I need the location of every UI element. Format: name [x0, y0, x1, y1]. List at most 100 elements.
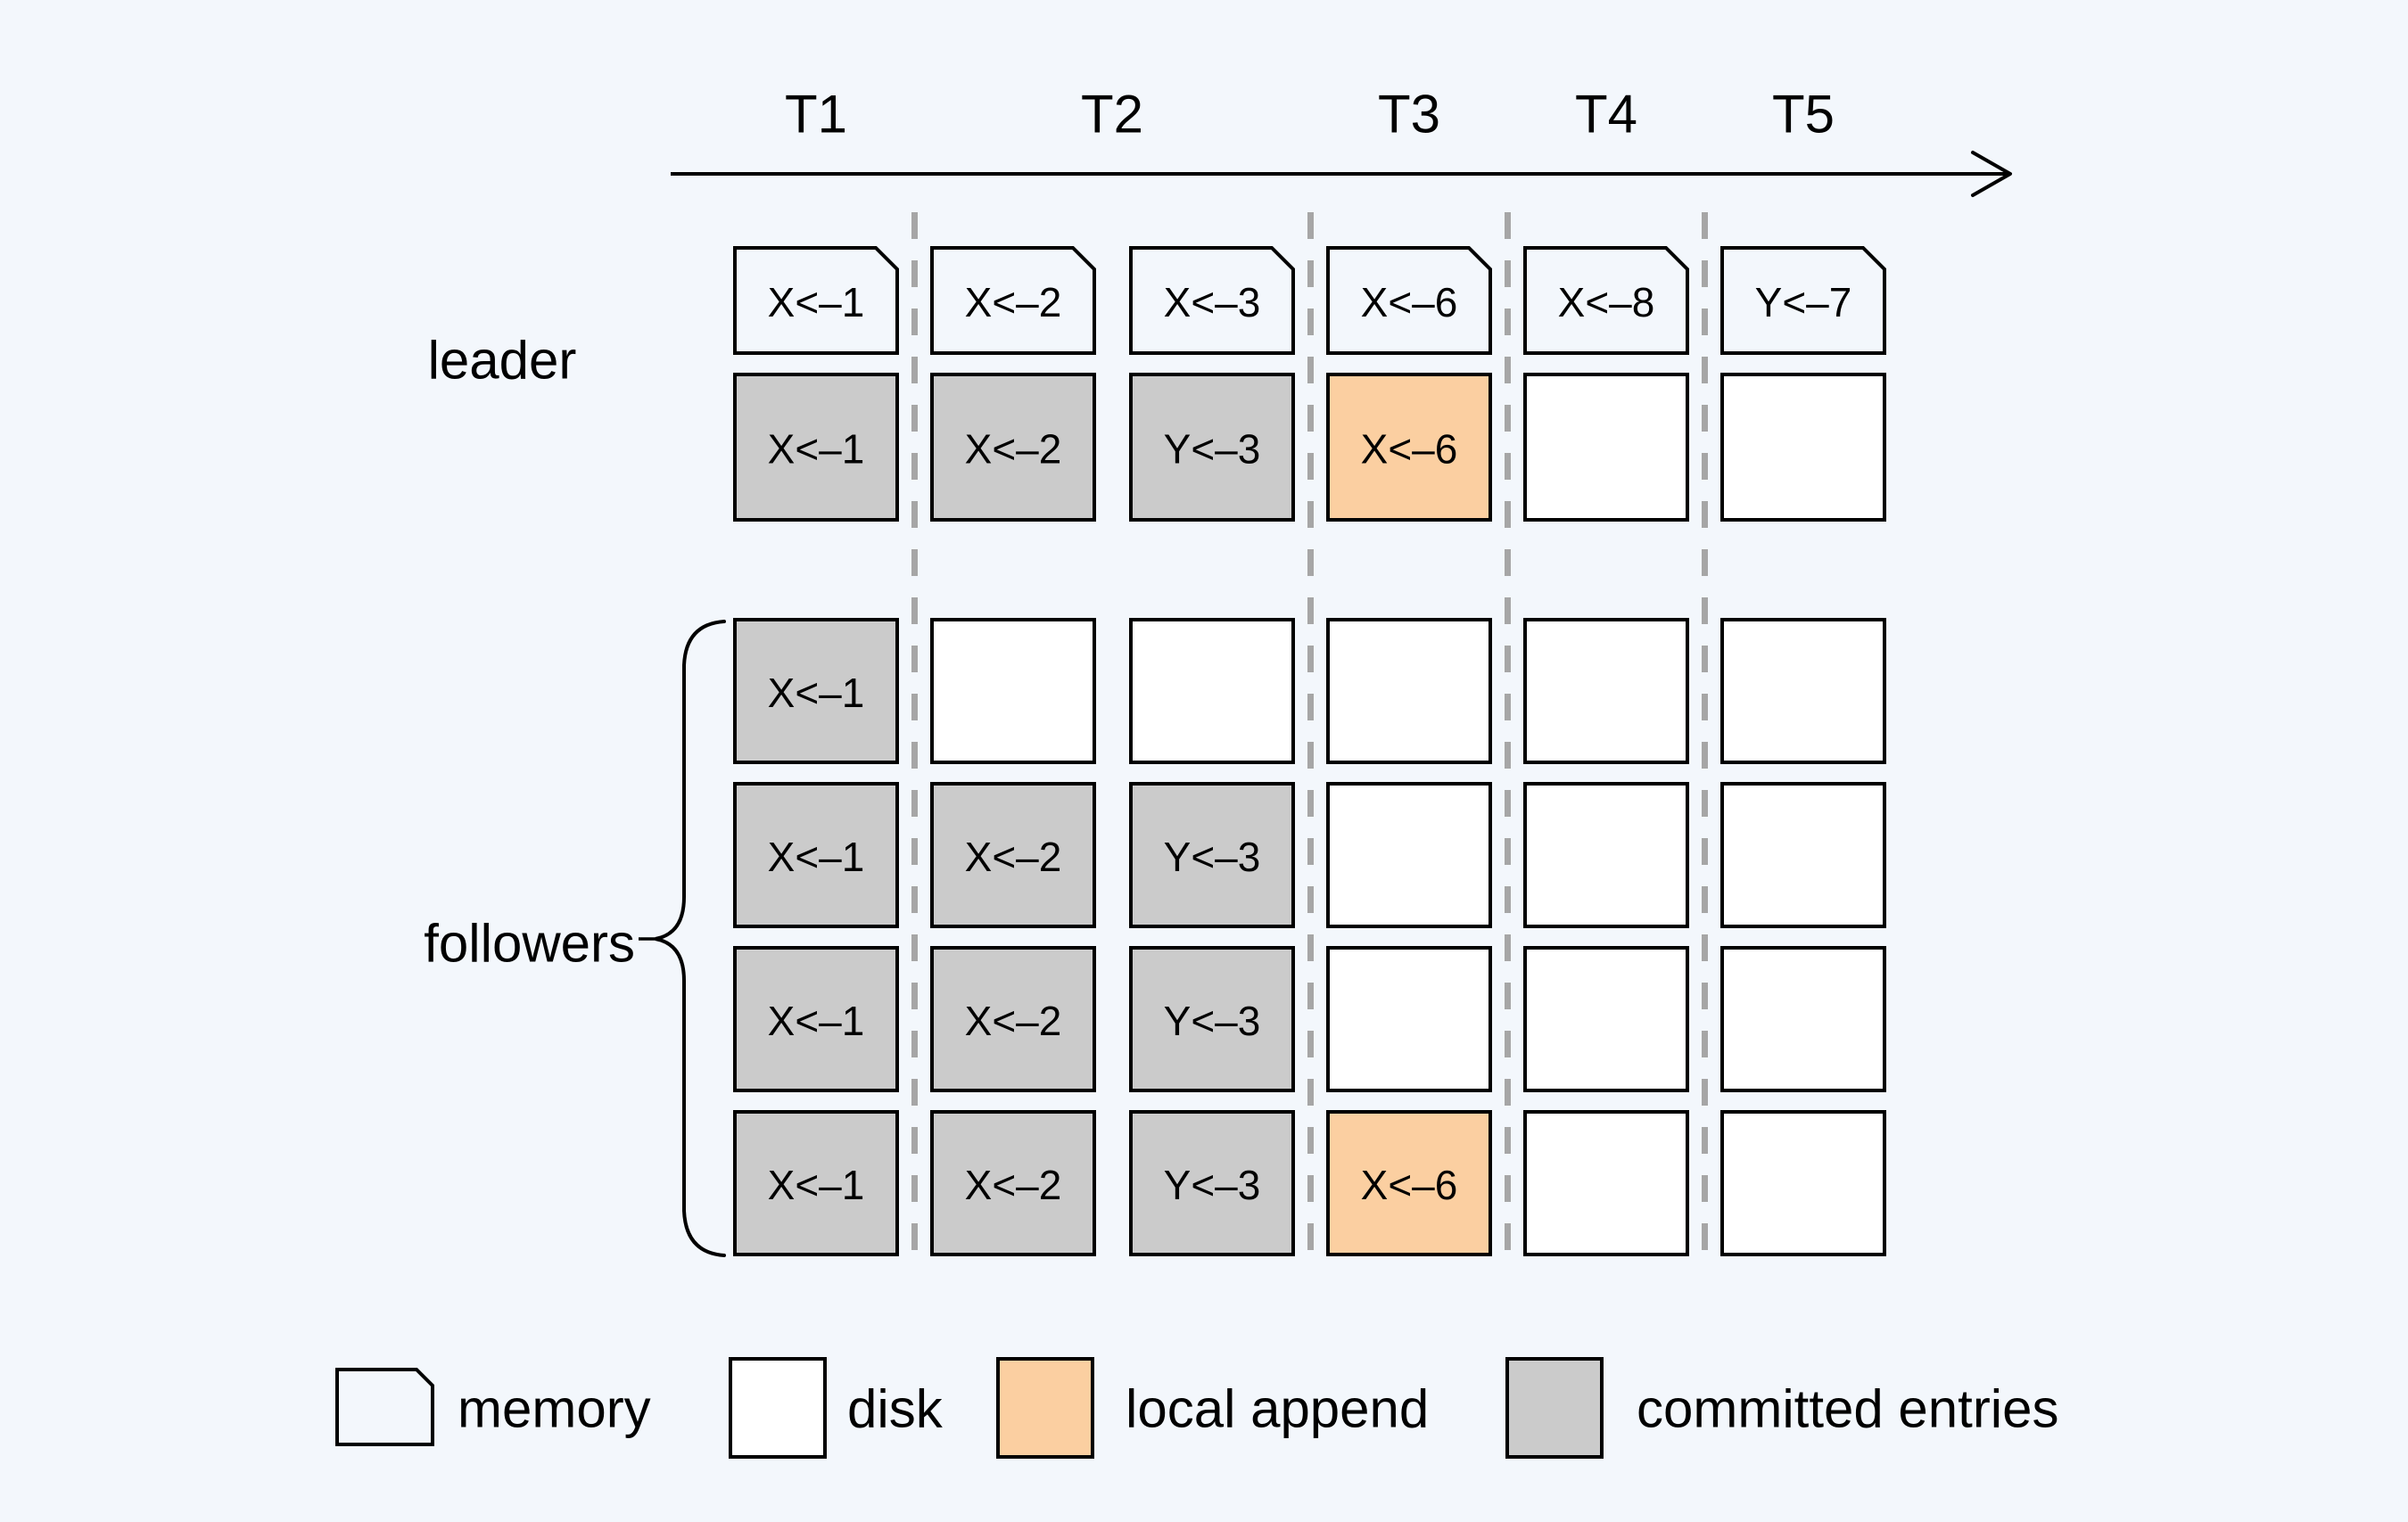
follower-log-cell	[930, 618, 1096, 764]
log-cell-shape	[1326, 618, 1492, 764]
log-cell-shape	[733, 618, 899, 764]
log-cell-shape	[930, 946, 1096, 1092]
timeline-label-t2: T2	[1081, 85, 1143, 144]
log-cell-shape	[1129, 782, 1295, 928]
log-cell-shape	[1326, 782, 1492, 928]
cell-text: X<–2	[965, 1162, 1062, 1208]
follower-log-cell: X<–1	[733, 618, 899, 764]
followers-brace-path	[655, 620, 726, 1257]
follower-row-2: X<–1 X<–2 Y<–3	[733, 782, 1886, 928]
timeline-labels: T1 T2 T3 T4 T5	[785, 85, 1835, 144]
cell-text: X<–1	[768, 998, 865, 1044]
log-cell-shape	[1129, 373, 1295, 522]
memory-cell-shape	[733, 246, 899, 355]
follower-log-cell: Y<–3	[1129, 946, 1295, 1092]
log-cell-shape	[1523, 618, 1689, 764]
follower-log-cell	[1720, 618, 1886, 764]
memory-cell-shape	[1720, 246, 1886, 355]
timeline-label-t5: T5	[1772, 85, 1835, 144]
cell-text: Y<–3	[1164, 1162, 1261, 1208]
follower-log-cell: X<–2	[930, 1110, 1096, 1256]
legend-item-committed: committed entries	[1505, 1357, 2059, 1459]
leader-memory-cell: X<–1	[733, 246, 899, 355]
timeline-label-t4: T4	[1575, 85, 1637, 144]
log-cell-shape	[1523, 1110, 1689, 1256]
cell-text: X<–6	[1361, 426, 1458, 473]
legend: memory disk local append committed entries	[335, 1357, 2059, 1459]
cell-text: X<–2	[965, 998, 1062, 1044]
cell-text: X<–1	[768, 834, 865, 880]
log-cell-shape	[930, 1110, 1096, 1256]
leader-memory-cell: X<–6	[1326, 246, 1492, 355]
log-cell-shape	[733, 1110, 899, 1256]
leader-memory-cell: X<–2	[930, 246, 1096, 355]
follower-log-cell: X<–1	[733, 1110, 899, 1256]
cell-text: Y<–7	[1755, 279, 1852, 325]
log-cell-shape	[733, 373, 899, 522]
follower-log-cell: Y<–3	[1129, 782, 1295, 928]
follower-log-cell	[1523, 782, 1689, 928]
memory-cell-shape	[1129, 246, 1295, 355]
log-cell-shape	[1129, 1110, 1295, 1256]
follower-log-cell: X<–2	[930, 946, 1096, 1092]
legend-swatch-memory	[335, 1368, 434, 1446]
legend-label: local append	[1126, 1379, 1429, 1439]
follower-log-cell	[1720, 1110, 1886, 1256]
log-cell-shape	[1523, 782, 1689, 928]
leader-log-row: X<–1 X<–2 Y<–3 X<–6	[733, 373, 1886, 522]
follower-log-cell	[1720, 946, 1886, 1092]
cell-text: X<–1	[768, 426, 865, 473]
log-cell-shape	[930, 782, 1096, 928]
timeline-label-t3: T3	[1378, 85, 1440, 144]
cell-text: X<–8	[1558, 279, 1655, 325]
leader-memory-cell: X<–8	[1523, 246, 1689, 355]
legend-item-disk: disk	[729, 1357, 944, 1459]
log-cell-shape	[1523, 946, 1689, 1092]
cell-text: X<–6	[1361, 279, 1458, 325]
follower-log-cell	[1326, 782, 1492, 928]
timeline-label-t1: T1	[785, 85, 847, 144]
time-axis	[671, 151, 2012, 197]
cell-text: X<–1	[768, 1162, 865, 1208]
follower-log-cell: Y<–3	[1129, 1110, 1295, 1256]
leader-log-cell	[1720, 373, 1886, 522]
follower-log-cell	[1326, 946, 1492, 1092]
follower-row-1: X<–1	[733, 618, 1886, 764]
cell-text: Y<–3	[1164, 998, 1261, 1044]
legend-label: memory	[458, 1379, 651, 1439]
leader-log-cell: X<–6	[1326, 373, 1492, 522]
period-dividers	[911, 212, 1708, 1266]
log-cell-shape	[930, 373, 1096, 522]
follower-log-cell	[1326, 618, 1492, 764]
legend-swatch-disk	[729, 1357, 827, 1459]
cell-text: Y<–3	[1164, 834, 1261, 880]
cell-text: X<–1	[768, 279, 865, 325]
log-cell-shape	[930, 618, 1096, 764]
cell-text: X<–2	[965, 426, 1062, 473]
memory-cell-shape	[1326, 246, 1492, 355]
cell-text: Y<–3	[1164, 426, 1261, 473]
leader-memory-cell: Y<–7	[1720, 246, 1886, 355]
leader-log-cell	[1523, 373, 1689, 522]
log-cell-shape	[1326, 1110, 1492, 1256]
follower-row-3: X<–1 X<–2 Y<–3	[733, 946, 1886, 1092]
legend-item-local-append: local append	[996, 1357, 1429, 1459]
log-cell-shape	[1720, 782, 1886, 928]
log-cell-shape	[733, 946, 899, 1092]
log-cell-shape	[1129, 618, 1295, 764]
follower-log-cell	[1720, 782, 1886, 928]
cell-text: X<–1	[768, 670, 865, 716]
cell-text: X<–2	[965, 834, 1062, 880]
followers-brace	[639, 620, 726, 1257]
followers-label: followers	[424, 914, 635, 974]
follower-log-cell	[1523, 618, 1689, 764]
log-cell-shape	[1720, 618, 1886, 764]
legend-item-memory: memory	[335, 1368, 651, 1446]
leader-log-cell: Y<–3	[1129, 373, 1295, 522]
leader-label: leader	[428, 331, 577, 391]
log-cell-shape	[1523, 373, 1689, 522]
follower-log-cell: X<–2	[930, 782, 1096, 928]
follower-log-cell	[1523, 1110, 1689, 1256]
